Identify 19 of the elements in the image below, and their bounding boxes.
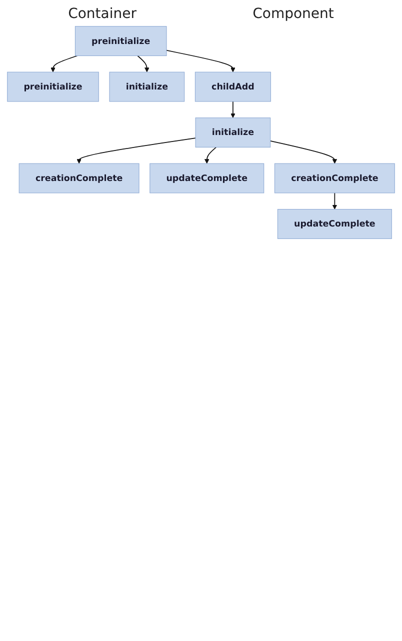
arrow	[230, 101, 236, 118]
node-box: updateComplete	[277, 209, 392, 239]
node-box: childAdd	[194, 72, 271, 102]
column-heading: Container	[68, 6, 136, 22]
node-box: preinitialize	[74, 26, 167, 56]
arrow	[270, 140, 338, 164]
arrow	[332, 192, 338, 210]
node-box: initialize	[195, 118, 271, 148]
arrow	[76, 138, 196, 164]
node-box: updateComplete	[150, 163, 264, 194]
arrow	[137, 55, 150, 72]
arrow	[166, 50, 236, 72]
node-box: preinitialize	[7, 72, 99, 102]
node-box: creationComplete	[274, 163, 395, 194]
node-box: initialize	[109, 72, 185, 102]
column-heading: Component	[252, 6, 334, 22]
arrow	[204, 146, 217, 164]
node-box: creationComplete	[18, 163, 140, 194]
arrow	[50, 55, 78, 72]
